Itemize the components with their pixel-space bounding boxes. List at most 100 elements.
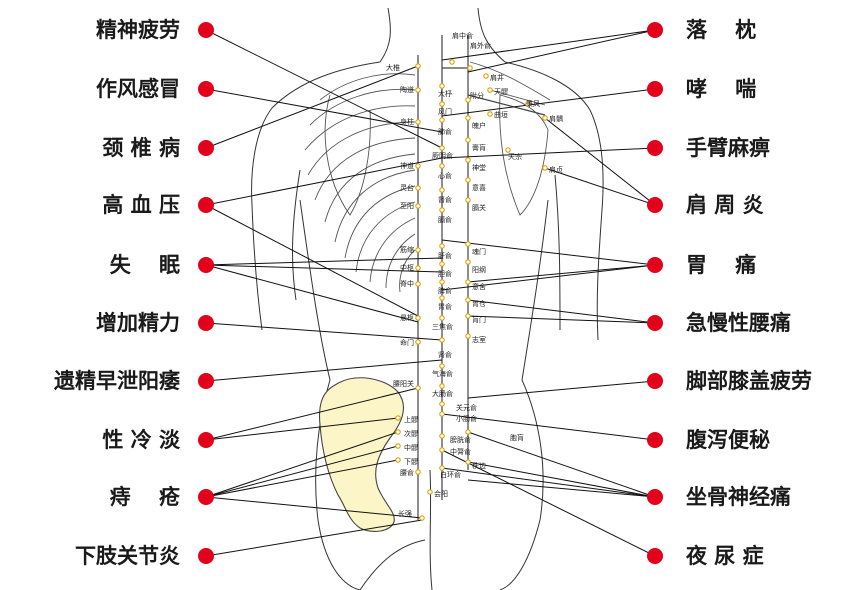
left-arm-inner xyxy=(292,169,301,301)
acupoint-label: 神堂 xyxy=(472,163,486,172)
acupoint-label: 大杼 xyxy=(438,89,452,98)
buttock-crease xyxy=(429,469,433,590)
acupoint-label: 膀胱俞 xyxy=(450,435,471,444)
marker-dot xyxy=(647,315,663,331)
acupoint-label: 脾俞 xyxy=(438,286,452,295)
acupoint-label: 意喜 xyxy=(472,183,486,192)
acupoint-label: 肩髃 xyxy=(549,114,563,123)
marker-dot xyxy=(647,22,663,38)
condition-label: 脚部膝盖疲劳 xyxy=(686,369,812,393)
marker-dot xyxy=(647,432,663,448)
acupoint-label: 秉风 xyxy=(526,99,540,108)
condition-label: 失 眠 xyxy=(110,253,180,277)
neck-right xyxy=(477,7,506,63)
acupoint-markers: 大椎 陶道 身柱 神道 灵台 至阳 筋缩 中枢 脊中 悬枢 命门 腰阳关 肩中俞… xyxy=(386,31,563,521)
acupoint-label: 腰俞 xyxy=(400,468,414,477)
acupoint-label: 肾俞 xyxy=(438,350,452,359)
acupoint-label: 魄户 xyxy=(472,121,486,130)
acupoint-label: 膈俞 xyxy=(438,215,452,224)
torso-right xyxy=(521,199,549,381)
acupoint-label: 肩井 xyxy=(490,73,504,82)
acupoint-label: 志室 xyxy=(472,335,486,344)
acupoint-label: 至阳 xyxy=(400,201,414,210)
acupoint-label: 胆俞 xyxy=(438,269,452,278)
marker-dot xyxy=(647,140,663,156)
marker-dot xyxy=(198,81,214,97)
acupoint-label: 腰阳关 xyxy=(393,379,414,388)
acupoint-label: 气海俞 xyxy=(432,369,453,378)
condition-label: 肩 周 炎 xyxy=(686,193,764,217)
acupoint-label: 胞肓 xyxy=(510,433,524,442)
marker-dot xyxy=(198,548,214,564)
marker-dot xyxy=(198,197,214,213)
marker-dot xyxy=(647,489,663,505)
marker-dot xyxy=(198,489,214,505)
acupoint-label: 胃俞 xyxy=(438,302,452,311)
torso-left xyxy=(299,199,331,381)
right-arm-inner xyxy=(554,174,561,331)
acupoint-label: 秩边 xyxy=(472,461,486,470)
acupoint-label: 中髎 xyxy=(404,443,418,452)
acupoint-label: 灵台 xyxy=(400,183,414,192)
acupoint-label: 脊中 xyxy=(400,279,414,288)
connector-lines xyxy=(205,29,656,557)
condition-label: 坐骨神经痛 xyxy=(686,485,791,509)
marker-dot xyxy=(647,257,663,273)
acupoint-label: 三焦俞 xyxy=(432,322,453,331)
marker-dot xyxy=(198,22,214,38)
acupoint-label: 曲垣 xyxy=(494,110,508,119)
gluteal-left xyxy=(359,539,426,590)
acupoint-label: 关元俞 xyxy=(456,403,477,412)
acupoint-label: 中膂俞 xyxy=(450,447,471,456)
left-shoulder xyxy=(251,61,381,331)
acupoint-label: 肺俞 xyxy=(438,127,452,136)
acupoint-label: 心俞 xyxy=(438,171,452,180)
acupoint-label: 小肠俞 xyxy=(456,414,477,423)
acupoint-label: 肩外俞 xyxy=(470,41,491,50)
condition-label: 手臂麻痹 xyxy=(686,136,770,160)
right-shoulder xyxy=(504,61,604,341)
marker-dot xyxy=(647,197,663,213)
acupoint-label: 下髎 xyxy=(404,458,418,466)
pelvis-bone xyxy=(318,377,404,532)
condition-label: 遗精早泄阳痿 xyxy=(53,369,181,393)
marker-dot xyxy=(198,315,214,331)
acupoint-label: 肓门 xyxy=(472,315,486,324)
condition-label: 性 冷 淡 xyxy=(102,428,181,452)
acupoint-label: 厥阴俞 xyxy=(432,151,453,160)
marker-dot xyxy=(647,81,663,97)
acupoint-label: 附分 xyxy=(470,91,484,100)
acupoint-label: 会阳 xyxy=(434,489,448,498)
acupoint-label: 长强 xyxy=(398,509,412,518)
acupoint-label: 督俞 xyxy=(438,195,452,204)
marker-dot xyxy=(198,373,214,389)
marker-dot xyxy=(198,432,214,448)
acupoint-label: 胃仓 xyxy=(472,299,486,308)
marker-dot xyxy=(647,373,663,389)
acupoint-label: 意舍 xyxy=(472,282,486,291)
condition-label: 夜 尿 症 xyxy=(685,544,764,568)
acupoint-label: 神道 xyxy=(400,161,414,170)
rib-cage xyxy=(304,61,551,293)
condition-label: 急慢性腰痛 xyxy=(686,311,791,335)
acupoint-label: 大椎 xyxy=(386,63,400,72)
condition-label: 高 血 压 xyxy=(102,193,180,217)
acupoint-label: 身柱 xyxy=(400,117,414,126)
acupoint-label: 天髎 xyxy=(494,88,508,96)
condition-label: 下肢关节炎 xyxy=(75,544,180,568)
marker-dot xyxy=(198,257,214,273)
condition-label: 腹泻便秘 xyxy=(686,428,770,452)
acupoint-label: 上髎 xyxy=(404,415,418,424)
acupoint-label: 天宗 xyxy=(508,152,522,161)
marker-dot xyxy=(198,140,214,156)
condition-label: 作风感冒 xyxy=(96,77,180,101)
acupoint-label: 肩中俞 xyxy=(452,31,473,40)
acupoint-label: 肝俞 xyxy=(438,251,452,260)
condition-label: 胃 痛 xyxy=(686,253,756,277)
marker-dot xyxy=(647,548,663,564)
acupoint-label: 白环俞 xyxy=(440,470,461,479)
acupoint-label: 陶道 xyxy=(400,85,414,94)
condition-label: 哮 喘 xyxy=(686,77,756,101)
condition-label: 精神疲劳 xyxy=(96,18,180,42)
condition-label: 痔 疮 xyxy=(110,485,180,509)
